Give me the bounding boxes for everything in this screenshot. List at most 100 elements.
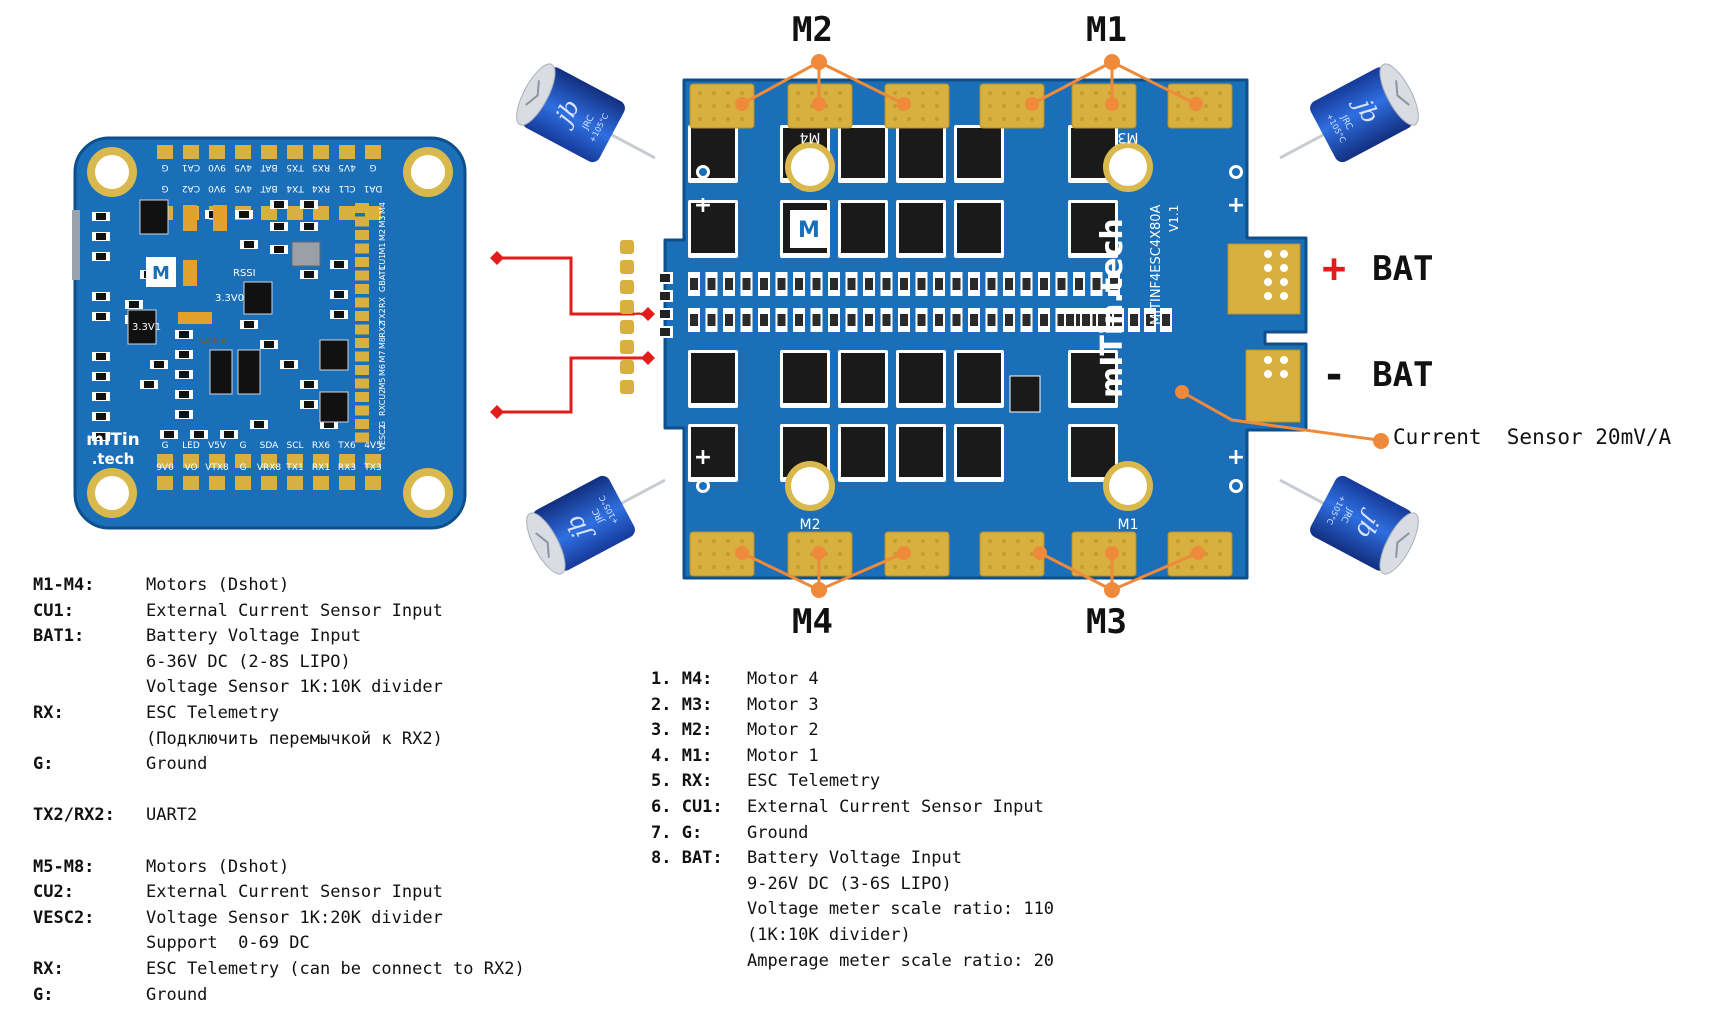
- esc-pad-via: [726, 565, 730, 569]
- esc-pad-via: [907, 539, 911, 543]
- fc-ic: [319, 391, 349, 423]
- esc-pad-via: [698, 91, 702, 95]
- esc-connector-pad: [620, 380, 634, 394]
- esc-pad-via: [740, 91, 744, 95]
- fc-smd-body: [264, 341, 274, 348]
- esc-resistor-body: [917, 278, 926, 290]
- esc-pad-via: [712, 565, 716, 569]
- esc-resistor-body: [742, 314, 751, 326]
- svg-text:+: +: [694, 193, 712, 218]
- legend-row: M1-M4:Motors (Dshot): [33, 573, 525, 599]
- esc-pad-via: [1094, 117, 1098, 121]
- callout-dot: [812, 97, 826, 111]
- esc-pad-via: [1176, 539, 1180, 543]
- esc-pad-via: [1176, 552, 1180, 556]
- fc-pad-label: G: [161, 162, 168, 172]
- svg-text:+: +: [1227, 445, 1245, 470]
- esc-mosfet: [841, 427, 885, 477]
- fc-smd-body: [154, 361, 164, 368]
- esc-mosfet: [957, 203, 1001, 253]
- esc-resistor-body: [1040, 278, 1048, 290]
- legend-value: Motor 2: [747, 720, 819, 741]
- esc-resistor-body: [1146, 314, 1154, 326]
- esc-pad-via: [988, 552, 992, 556]
- legend-value: External Current Sensor Input: [146, 600, 443, 621]
- callout-line: [741, 551, 820, 592]
- esc-pad-via: [1080, 117, 1084, 121]
- fc-pad: [183, 476, 199, 490]
- fc-chip-label: Cam A: [200, 336, 227, 345]
- fc-smd-body: [334, 261, 344, 268]
- legend-value: Voltage Sensor 1K:10K divider: [146, 677, 443, 698]
- legend-row: Voltage meter scale ratio: 110: [651, 897, 1054, 923]
- legend-value: Ground: [146, 754, 208, 775]
- esc-resistor-body: [900, 278, 908, 290]
- fc-smd-body: [274, 246, 284, 253]
- esc-resistor-body: [725, 278, 733, 290]
- esc-pad-via: [1122, 552, 1126, 556]
- esc-mosfet: [899, 203, 943, 253]
- fc-pad-label: RX1: [312, 463, 330, 473]
- fc-pad-label: M6: [378, 364, 387, 376]
- legend-value: ESC Telemetry: [146, 702, 280, 723]
- fc-pad-label: RX: [378, 296, 387, 308]
- esc-pad-via: [921, 117, 925, 121]
- esc-resistor-body: [865, 278, 873, 290]
- fc-smd-body: [334, 291, 344, 298]
- esc-pad-via: [1030, 117, 1034, 121]
- esc-resistor-body: [952, 314, 961, 326]
- esc-mosfet: [783, 353, 827, 403]
- fc-pad-label: M3: [378, 216, 387, 228]
- esc-pad-via: [698, 104, 702, 108]
- esc-pad-via: [1016, 552, 1020, 556]
- legend-value: Motor 3: [747, 694, 819, 715]
- fc-smd-body: [96, 233, 106, 240]
- esc-shunt-ic: [1009, 375, 1041, 413]
- esc-pad-via: [1094, 552, 1098, 556]
- bat-minus-label: BAT: [1372, 355, 1434, 395]
- esc-pad-via: [698, 539, 702, 543]
- fc-pad-label: TX6: [337, 441, 356, 451]
- esc-pad-via: [988, 117, 992, 121]
- esc-model: MITINF4ESC4X80A: [1149, 204, 1164, 325]
- fc-pad-label: VRX8: [257, 463, 282, 473]
- esc-resistor-body: [1066, 314, 1074, 326]
- callout-line: [818, 60, 905, 106]
- esc-mosfet: [1071, 203, 1115, 253]
- legend-value: External Current Sensor Input: [747, 796, 1044, 817]
- esc-pad-via: [1122, 117, 1126, 121]
- fc-pad-label: RX3: [338, 463, 356, 473]
- fc-pad: [183, 454, 199, 468]
- esc-logo-square: [790, 210, 828, 248]
- fc-pad: [355, 351, 369, 362]
- callout-dot: [1033, 546, 1047, 560]
- fc-pad: [355, 297, 369, 308]
- fc-pad: [235, 476, 251, 490]
- fc-smd-body: [179, 351, 189, 358]
- fc-pad: [355, 257, 369, 267]
- capacitor-top: [1379, 512, 1419, 575]
- callout-dot: [1175, 385, 1189, 399]
- fc-pad: [339, 145, 355, 159]
- fc-logo-line1: mITin: [86, 430, 140, 450]
- esc-pad-via: [1094, 104, 1098, 108]
- legend-value: Amperage meter scale ratio: 20: [747, 950, 1055, 971]
- esc-resistor-body: [970, 314, 978, 326]
- legend-row: 6. CU1:External Current Sensor Input: [651, 795, 1054, 821]
- capacitor-top: [1379, 63, 1419, 126]
- fc-pad: [287, 145, 303, 159]
- legend-key: [33, 829, 146, 855]
- legend-value: Battery Voltage Input: [747, 848, 962, 869]
- legend-row: [33, 829, 525, 855]
- legend-row: G:Ground: [33, 752, 525, 778]
- esc-resistor-body: [987, 314, 996, 326]
- fc-pad-label: 4V5: [234, 162, 252, 172]
- esc-brand: mITin.tech: [1095, 218, 1130, 398]
- esc-pad-via: [893, 565, 897, 569]
- fc-pad-label: RX5: [312, 162, 330, 172]
- capacitor-vent: [1395, 532, 1410, 558]
- legend-row: 7. G:Ground: [651, 821, 1054, 847]
